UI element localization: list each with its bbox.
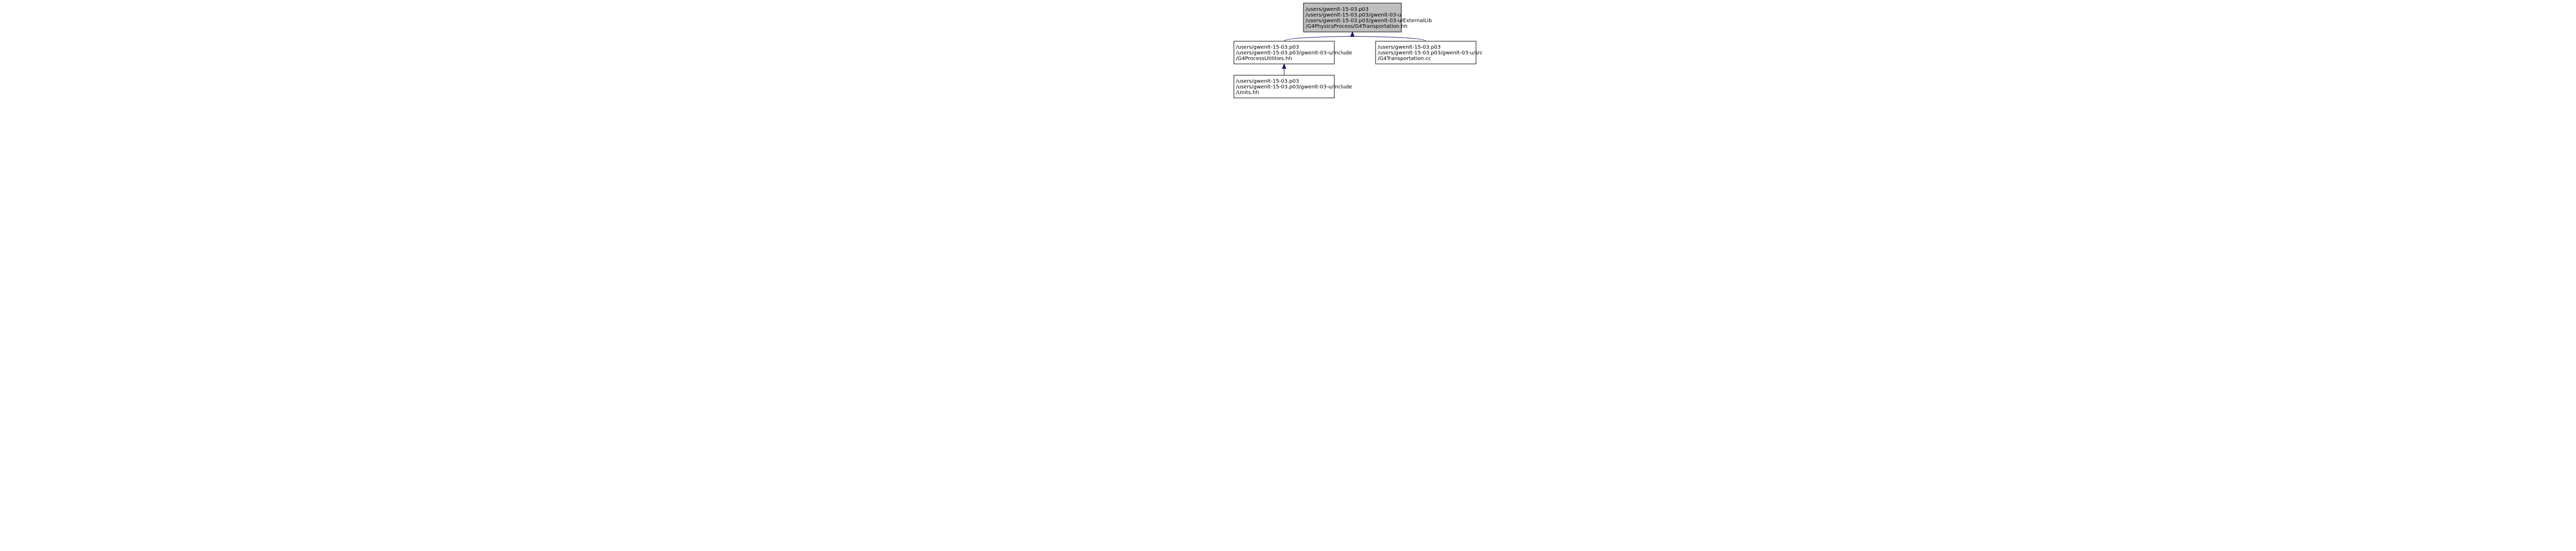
graph-node-label: /users/gwenlt-15-03.p03: [1378, 45, 1440, 51]
graph-node-label: /G4Transportation.cc: [1378, 56, 1431, 62]
graph-node-box: [1303, 3, 1402, 32]
graph-node-label: /users/gwenlt-15-03.p03: [1236, 45, 1299, 51]
graph-node-box: [1233, 75, 1335, 98]
graph-node-includer-b[interactable]: /users/gwenlt-15-03.p03/users/gwenlt-15-…: [1375, 41, 1483, 64]
nodes-layer: /users/gwenlt-15-03.p03/users/gwenlt-15-…: [1233, 3, 1483, 98]
edges-layer: [1282, 31, 1426, 75]
graph-node-label: /users/gwenlt-15-03.p03/gwenlt-03-u: [1306, 12, 1401, 18]
graph-node-box: [1233, 41, 1335, 64]
graph-node-label: /users/gwenlt-15-03.p03/gwenlt-03-u/incl…: [1236, 85, 1352, 90]
graph-node-label: /G4ProcessUtilities.hh: [1236, 56, 1292, 62]
graph-node-label: /users/gwenlt-15-03.p03/gwenlt-03-u/Exte…: [1306, 18, 1432, 24]
graph-node-label: /G4PhysicsProcess/G4Transportation.hh: [1306, 24, 1408, 29]
graph-node-label: /users/gwenlt-15-03.p03: [1306, 7, 1368, 12]
graph-edge-arrowhead: [1350, 31, 1355, 37]
graph-node-label: /users/gwenlt-15-03.p03/gwenlt-03-u/incl…: [1236, 51, 1352, 56]
graph-node-root[interactable]: /users/gwenlt-15-03.p03/users/gwenlt-15-…: [1303, 3, 1432, 32]
graph-node-box: [1375, 41, 1477, 64]
graph-node-label: /users/gwenlt-15-03.p03/gwenlt-03-u/src: [1378, 51, 1483, 56]
graph-node-includer-a[interactable]: /users/gwenlt-15-03.p03/users/gwenlt-15-…: [1233, 41, 1352, 64]
graph-edge-arrowhead: [1282, 63, 1286, 69]
graph-node-hub[interactable]: /users/gwenlt-15-03.p03/users/gwenlt-15-…: [1233, 75, 1352, 98]
graph-edge: [1352, 36, 1426, 42]
graph-node-label: /Units.hh: [1236, 90, 1259, 96]
graph-node-label: /users/gwenlt-15-03.p03: [1236, 79, 1299, 85]
graph-edge: [1284, 36, 1353, 42]
